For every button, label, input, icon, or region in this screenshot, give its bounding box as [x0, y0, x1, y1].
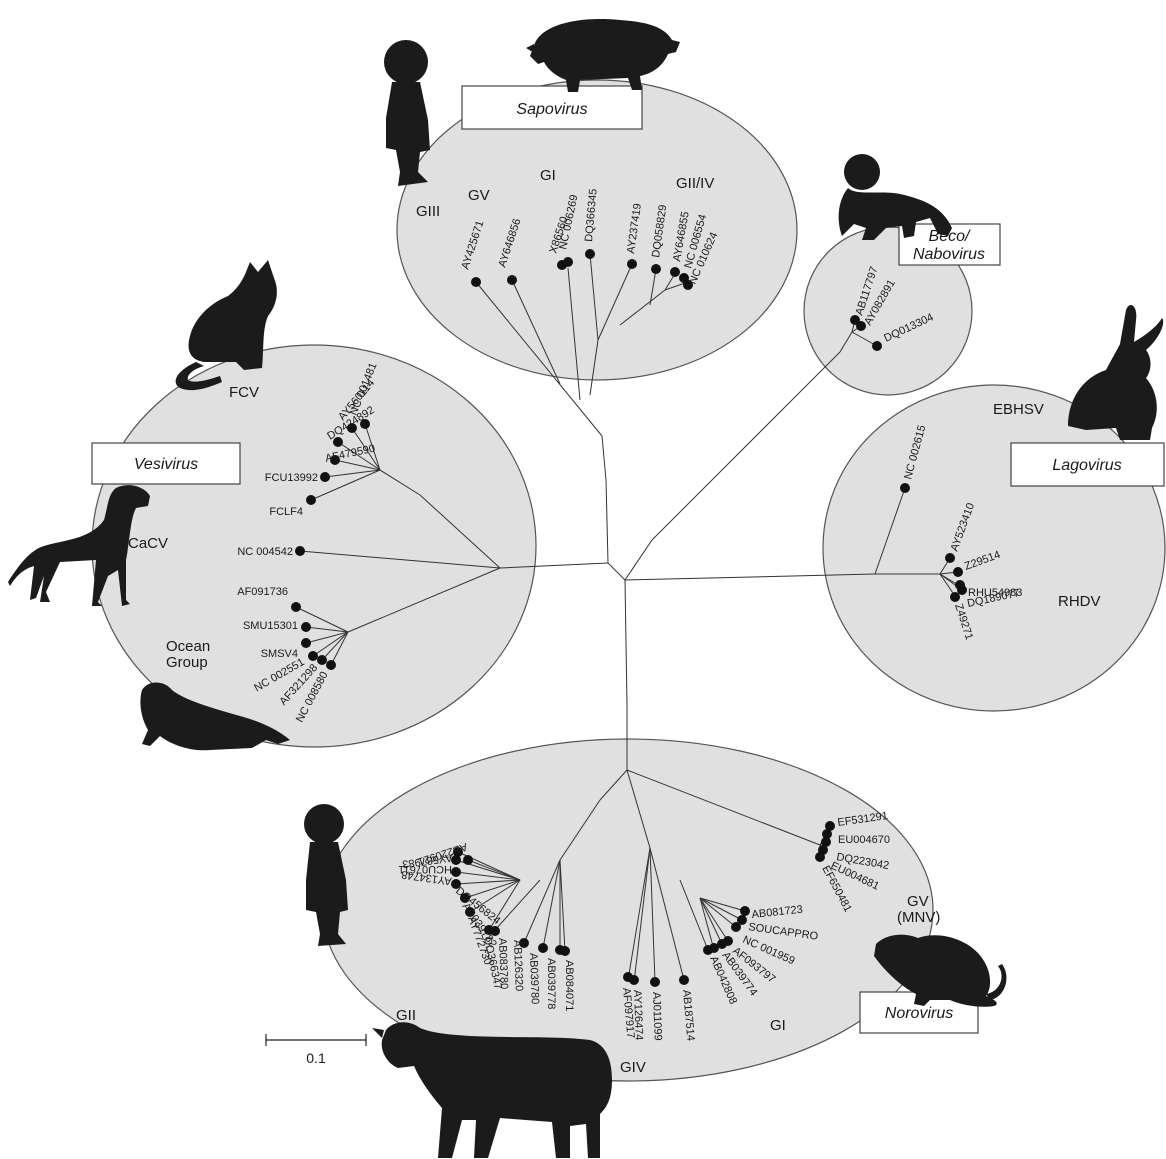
leaf-label: SMSV4 [261, 648, 298, 660]
group-label-gi: GI [540, 167, 556, 184]
leaf-label: NC 004542 [237, 546, 293, 558]
tip-marker [295, 546, 305, 556]
tip-marker [585, 249, 595, 259]
leaf-label: AB084071 [563, 960, 575, 1011]
leaf-label: AB039778 [545, 958, 557, 1009]
tip-marker [945, 553, 955, 563]
cow-icon [372, 1022, 612, 1158]
tip-marker [463, 855, 473, 865]
group-label-gv: GV [907, 893, 929, 910]
tip-marker [900, 483, 910, 493]
tip-marker [953, 567, 963, 577]
tip-marker [317, 655, 327, 665]
tip-marker [320, 472, 330, 482]
leaf-label: AB039780 [527, 953, 541, 1005]
group-label-fcv: FCV [229, 384, 259, 401]
tip-marker [301, 638, 311, 648]
tip-marker [555, 945, 565, 955]
group-label-gv: GV [468, 187, 490, 204]
tip-marker [679, 975, 689, 985]
group-label-ocean: Ocean [166, 638, 210, 655]
group-label-giii: GIII [416, 203, 440, 220]
tip-marker [740, 906, 750, 916]
sapovirus-genus-box: Sapovirus [462, 86, 642, 129]
group-label-gii-iv: GII/IV [676, 175, 714, 192]
group-label-rhdv: RHDV [1058, 593, 1101, 610]
group-label-group: Group [166, 654, 208, 671]
tip-marker [651, 264, 661, 274]
tip-marker [471, 277, 481, 287]
tip-marker [731, 922, 741, 932]
leaf-label: SMU15301 [243, 620, 298, 632]
tip-marker [563, 257, 573, 267]
lagovirus-clade [823, 385, 1165, 711]
tip-marker [872, 341, 882, 351]
group-label-giv: GIV [620, 1059, 646, 1076]
tip-marker [950, 592, 960, 602]
leaf-label: AF091736 [237, 586, 288, 598]
tip-marker [538, 943, 548, 953]
backbone-branches [500, 352, 875, 770]
genus-label-sapovirus: Sapovirus [516, 101, 587, 118]
genus-label-norovirus: Norovirus [885, 1005, 953, 1022]
tip-marker [623, 972, 633, 982]
tip-marker [326, 660, 336, 670]
tip-marker [650, 977, 660, 987]
group-label-gii: GII [396, 1007, 416, 1024]
scale-bar: 0.1 [266, 1034, 366, 1066]
group-label-cacv: CaCV [128, 535, 168, 552]
tip-marker [507, 275, 517, 285]
tip-marker [703, 945, 713, 955]
genus-label-nabovirus: Nabovirus [913, 246, 985, 263]
tip-marker [291, 602, 301, 612]
lagovirus-genus-box: Lagovirus [1011, 443, 1164, 486]
rabbit-icon [1068, 305, 1163, 440]
leaf-label: FCU13992 [265, 472, 318, 484]
vesivirus-genus-box: Vesivirus [92, 443, 240, 484]
genus-label-lagovirus: Lagovirus [1052, 457, 1121, 474]
tip-marker [815, 852, 825, 862]
group-label-gi: GI [770, 1017, 786, 1034]
group-label-mnv: (MNV) [897, 909, 940, 926]
tip-marker [308, 651, 318, 661]
leaf-label: AB126320 [511, 940, 525, 992]
leaf-label: EU004670 [838, 834, 890, 846]
tip-marker [301, 622, 311, 632]
norovirus-giv-labels: AJ011099 AY126474 AF097917 [620, 987, 664, 1041]
leaf-label: FCLF4 [269, 506, 303, 518]
group-label-ebhsv: EBHSV [993, 401, 1044, 418]
tip-marker [306, 495, 316, 505]
leaf-label: AJ011099 [650, 992, 664, 1041]
tip-marker [627, 259, 637, 269]
scale-bar-label: 0.1 [306, 1050, 326, 1066]
tip-marker [670, 267, 680, 277]
genus-label-vesivirus: Vesivirus [134, 456, 198, 473]
